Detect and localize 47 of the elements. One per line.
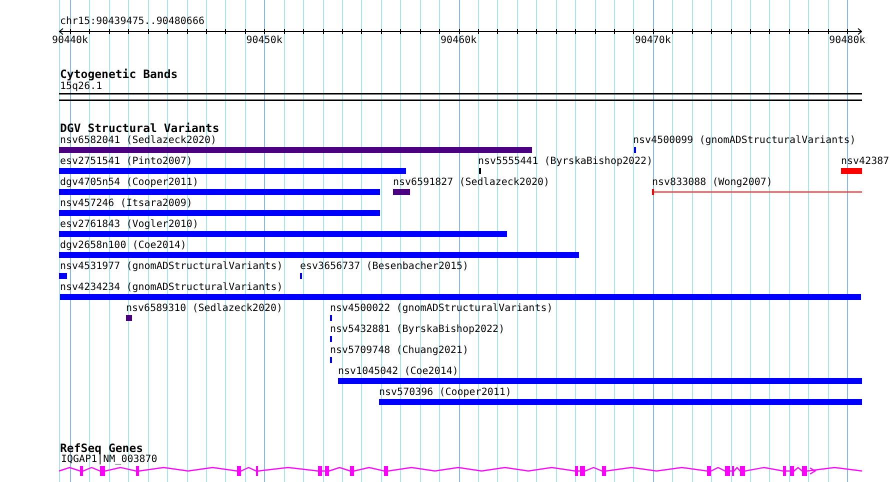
variant-label: dgv2658n100 (Coe2014) [60,240,186,250]
variant-label: esv2761843 (Vogler2010) [60,218,198,230]
variant-bar [60,294,861,300]
variant-label: nsv42387 [841,156,890,166]
variant-bar [393,189,410,195]
variant-label: nsv4234234 (gnomADStructuralVariants) [60,282,283,292]
variant-label: nsv6582041 (Sedlazeck2020) [60,134,217,146]
variant-bar [59,210,380,216]
variant-line [652,189,862,195]
variant-label: nsv570396 (Cooper2011) [379,386,512,398]
variant-bar [59,168,406,174]
variant-label: esv2751541 (Pinto2007) [60,156,192,166]
tick-label: 90480k [829,35,866,46]
variant-bar [59,231,507,237]
tick-label: 90450k [246,35,282,46]
variant-bar [338,378,862,384]
tick-label: 90460k [440,35,477,46]
track-heading: Cytogenetic Bands [60,68,178,80]
variant-bar [841,168,862,174]
variant-label: nsv6589310 (Sedlazeck2020) [126,302,283,314]
variant-bar [59,252,579,258]
gene-model [59,465,862,477]
tick-label: 90440k [52,35,88,46]
variant-label: nsv4500099 (gnomADStructuralVariants) [633,134,856,146]
variant-label: nsv6591827 (Sedlazeck2020) [393,176,550,188]
variant-label: nsv833088 (Wong2007) [652,176,772,188]
variant-label: nsv1045042 (Coe2014) [338,366,458,376]
tick-label: 90470k [634,35,671,46]
variant-bar [59,273,67,279]
variant-label: nsv5555441 (ByrskaBishop2022) [478,156,653,166]
cytoband-band [59,93,862,101]
variant-label: nsv4500022 (gnomADStructuralVariants) [330,302,553,314]
variant-label: dgv4705n54 (Cooper2011) [60,176,198,188]
location-text: chr15:90439475..90480666 [60,16,204,26]
gene-label: IQGAP1|NM_003870 [61,454,158,465]
variant-bar [379,399,862,405]
variant-bar [126,315,132,321]
track-heading: DGV Structural Variants [60,122,220,134]
variant-bar [59,147,532,153]
track-heading: RefSeq Genes [60,442,144,454]
variant-label: nsv4531977 (gnomADStructuralVariants) [60,260,283,272]
variant-label: nsv457246 (Itsara2009) [60,198,192,208]
variant-label: nsv5432881 (ByrskaBishop2022) [330,324,505,334]
band-label: 15q26.1 [60,80,102,92]
variant-bar [59,189,380,195]
variant-label: nsv5709748 (Chuang2021) [330,344,468,356]
variant-label: esv3656737 (Besenbacher2015) [300,260,469,272]
